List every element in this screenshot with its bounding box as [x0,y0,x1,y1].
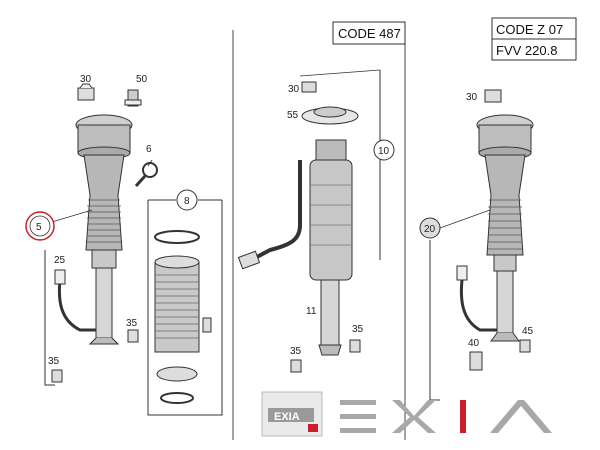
screw-35-left-a [51,369,63,383]
svg-text:5: 5 [36,222,42,233]
callout-40: 40 [468,338,480,349]
callout-55: 55 [287,110,299,121]
callout-45: 45 [522,326,534,337]
code-box-center: CODE 487 [332,21,406,45]
valve-50 [124,89,142,107]
callout-35-left-a: 35 [48,356,60,367]
svg-text:8: 8 [184,196,190,207]
exia-badge-logo: EXIA [261,391,323,437]
right-strut-assembly [456,89,534,371]
callout-30-center: 30 [288,84,300,95]
nut-30-left [77,83,95,101]
callout-50: 50 [136,74,148,85]
center-strut-assembly [237,81,361,373]
svg-text:10: 10 [378,146,390,157]
svg-text:EXIA: EXIA [274,411,300,423]
watermark: EXIA [261,391,552,437]
svg-text:FVV 220.8: FVV 220.8 [496,43,557,58]
callout-10-circle: 10 [373,139,395,161]
svg-text:20: 20 [424,224,436,235]
callout-20-circle: 20 [419,217,441,239]
callout-5-highlight: 5 [25,211,55,241]
svg-text:CODE Z 07: CODE Z 07 [496,22,563,37]
callout-6: 6 [146,144,152,155]
left-strut-assembly [51,83,158,383]
callout-25: 25 [54,255,66,266]
svg-text:CODE 487: CODE 487 [338,26,401,41]
callout-35-center-a: 35 [290,346,302,357]
callout-30-left: 30 [80,74,92,85]
code-box-right: CODE Z 07 FVV 220.8 [491,17,577,61]
exia-brand-logo [340,400,552,433]
panel-dividers [232,30,406,440]
callout-35-left-b: 35 [126,318,138,329]
callout-11: 11 [306,306,317,317]
callout-35-center-b: 35 [352,324,364,335]
wrench-6 [134,162,158,188]
kit-box-8: 8 [147,189,223,416]
callout-30-right: 30 [466,92,478,103]
screw-35-left-b [127,329,139,343]
